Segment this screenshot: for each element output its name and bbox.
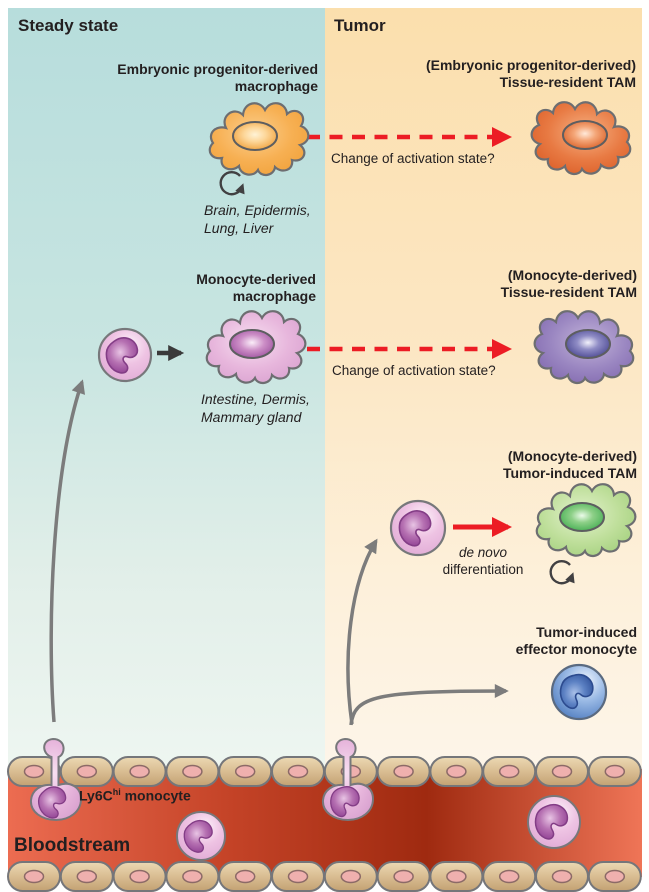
circulating-monocyte-cell [176, 811, 226, 861]
monocyte-derived-macrophage-cell [205, 310, 307, 385]
embryonic-macrophage-cell [208, 102, 310, 177]
ly6c-monocyte-label: Ly6Chi monocyte [79, 787, 191, 804]
monocyte-derived-macrophage-tissues: Intestine, Dermis, Mammary gland [201, 391, 310, 425]
migration-arrow-tumor-up [346, 538, 378, 725]
circulating-monocyte-cell [527, 795, 581, 849]
self-renewal-arrow-tam [549, 560, 575, 585]
effector-monocyte-cell [550, 663, 608, 721]
change-activation-caption-top: Change of activation state? [331, 151, 495, 166]
embryonic-macrophage-tissues: Brain, Epidermis, Lung, Liver [204, 202, 311, 236]
tissue-resident-tam-embryonic-label: (Embryonic progenitor-derived) Tissue-re… [425, 57, 636, 90]
steady-monocyte-cell [97, 327, 153, 383]
tumor-induced-tam-label: (Monocyte-derived) Tumor-induced TAM [502, 448, 637, 481]
bloodstream-label: Bloodstream [14, 835, 131, 856]
tumor-induced-tam-cell [535, 483, 637, 558]
tissue-resident-tam-embryonic-cell [530, 101, 632, 176]
de-novo-caption: de novo differentiation [442, 545, 524, 577]
tissue-resident-tam-monocyte-cell [533, 310, 635, 385]
migration-arrow-steady [49, 379, 86, 723]
self-renewal-arrow-embryonic [219, 171, 245, 196]
steady-state-title: Steady state [18, 16, 119, 35]
embryonic-macrophage-label: Embryonic progenitor-derived macrophage [117, 61, 318, 94]
tissue-resident-tam-monocyte-label: (Monocyte-derived) Tissue-resident TAM [500, 267, 637, 300]
monocyte-derived-macrophage-label: Monocyte-derived macrophage [196, 271, 316, 304]
endothelium-bottom-row [7, 861, 642, 892]
tumor-monocyte-cell [389, 499, 447, 557]
tumor-title: Tumor [334, 16, 386, 35]
endothelium-top-row [7, 756, 642, 787]
change-activation-caption-mid: Change of activation state? [332, 363, 496, 378]
effector-monocyte-label: Tumor-induced effector monocyte [515, 624, 637, 657]
migration-arrow-tumor-right [349, 684, 509, 726]
